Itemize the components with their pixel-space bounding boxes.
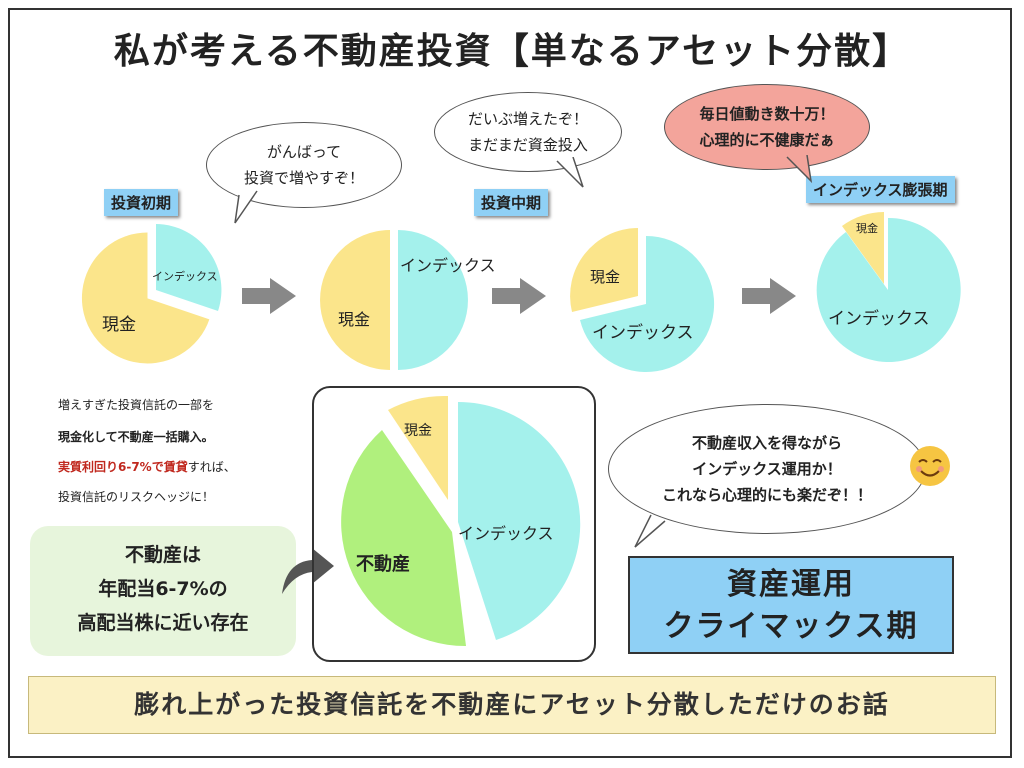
pie-early-index-label: インデックス xyxy=(152,270,218,283)
bubble-late: 毎日値動き数十万！ 心理的に不健康だぁ xyxy=(664,84,870,184)
pie-mid-cash-slice xyxy=(570,228,638,312)
bubble-right-line1: 不動産収入を得ながら xyxy=(691,434,842,452)
note-line3: 実質利回り6-7%で賃貸すれば、 xyxy=(58,458,236,475)
bubble-early-tail xyxy=(234,190,258,224)
pie-start-index-slice xyxy=(398,230,468,370)
pie-early xyxy=(80,224,222,365)
pie-expansion-cash-slice xyxy=(842,212,884,284)
pie-start-cash-slice xyxy=(320,230,390,370)
bubble-right-line2: インデックス運用か！ xyxy=(692,460,842,478)
pie-mid-cash-label: 現金 xyxy=(590,268,621,286)
bubble-early-line1: がんばって xyxy=(266,143,342,161)
bubble-right-tail xyxy=(634,514,666,548)
realestate-summary-box: 不動産は 年配当6-7%の 高配当株に近い存在 xyxy=(30,526,296,656)
pie-expansion-cash-label: 現金 xyxy=(856,222,878,235)
arrow-right-icon-2 xyxy=(492,278,546,314)
bubble-early-line2: 投資で増やすぞ！ xyxy=(243,169,364,187)
pie-mid xyxy=(570,228,715,372)
pie-allocation-cash-label: 現金 xyxy=(404,423,432,439)
note-line3-highlight: 実質利回り6-7%で賃貸 xyxy=(58,460,188,474)
curved-arrow-icon xyxy=(282,548,334,594)
pie-start-cash-label: 現金 xyxy=(338,310,371,329)
note-line3-rest: すれば、 xyxy=(187,460,236,474)
pie-expansion-index-slice xyxy=(816,217,961,362)
pie-allocation-index-slice xyxy=(458,401,581,640)
bubble-right-line3: これなら心理的にも楽だぞ！！ xyxy=(661,486,872,504)
bubble-early: がんばって 投資で増やすぞ！ xyxy=(206,122,402,224)
pie-early-cash-label: 現金 xyxy=(102,315,136,335)
pie-start xyxy=(320,230,468,370)
tag-expansion-stage: インデックス膨張期 xyxy=(806,176,955,203)
note-line2: 現金化して不動産一括購入。 xyxy=(58,430,214,444)
pie-allocation-realestate-slice xyxy=(341,430,466,647)
tag-early-stage: 投資初期 xyxy=(104,189,179,216)
big-pie-frame xyxy=(312,386,596,662)
pie-expansion-index-label: インデックス xyxy=(828,309,930,329)
bubble-late-line2: 心理的に不健康だぁ xyxy=(699,131,835,149)
pie-early-cash-slice xyxy=(80,231,211,365)
green-box-line1: 不動産は xyxy=(124,544,201,566)
note-line1: 増えすぎた投資信託の一部を xyxy=(58,398,215,412)
climax-line1: 資産運用 xyxy=(727,567,855,602)
pie-mid-index-label: インデックス xyxy=(592,323,694,343)
page-title: 私が考える不動産投資【単なるアセット分散】 xyxy=(113,31,911,72)
bubble-right: 不動産収入を得ながら インデックス運用か！ これなら心理的にも楽だぞ！！ xyxy=(608,404,926,548)
pie-allocation-index-label: インデックス xyxy=(458,524,554,543)
pie-allocation-cash-slice xyxy=(388,395,448,500)
pie-mid-index-slice xyxy=(580,235,715,372)
outer-frame xyxy=(8,8,1012,758)
bottom-caption: 膨れ上がった投資信託を不動産にアセット分散しただけのお話 xyxy=(28,676,996,734)
bubble-late-tail xyxy=(786,155,813,184)
pie-allocation xyxy=(341,395,581,647)
green-box-line2: 年配当6-7%の xyxy=(98,578,228,600)
bubble-mid: だいぶ増えたぞ！ まだまだ資金投入 xyxy=(434,92,622,188)
climax-line2: クライマックス期 xyxy=(663,609,919,644)
arrow-right-icon-3 xyxy=(742,278,796,314)
tag-mid-stage: 投資中期 xyxy=(474,189,549,216)
bubble-late-line1: 毎日値動き数十万！ xyxy=(699,105,835,123)
pie-start-index-label: インデックス xyxy=(400,256,496,275)
green-box-line3: 高配当株に近い存在 xyxy=(77,612,249,634)
pie-expansion xyxy=(816,212,961,362)
pie-allocation-realestate-label: 不動産 xyxy=(356,554,410,575)
note-line4: 投資信託のリスクヘッジに！ xyxy=(58,490,215,504)
bubble-mid-tail xyxy=(556,157,584,188)
pie-early-index-slice xyxy=(156,224,222,311)
smiling-face-icon xyxy=(910,446,950,486)
bubble-mid-line2: まだまだ資金投入 xyxy=(468,136,588,154)
arrow-right-icon xyxy=(242,278,296,314)
climax-box: 資産運用 クライマックス期 xyxy=(628,556,954,654)
bubble-mid-line1: だいぶ増えたぞ！ xyxy=(467,110,588,128)
